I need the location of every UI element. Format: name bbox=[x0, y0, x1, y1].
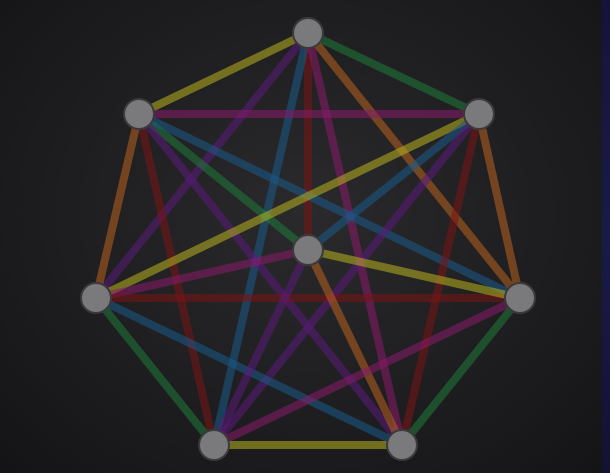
graph-node-n6[interactable] bbox=[198, 429, 230, 461]
side-panel-edge bbox=[602, 0, 610, 473]
graph-node-n1[interactable] bbox=[123, 98, 155, 130]
edge-n1-n4 bbox=[135, 110, 312, 254]
edge-n4-n6 bbox=[210, 246, 312, 449]
edge-n0-n1 bbox=[135, 29, 312, 118]
edge-n0-n2 bbox=[304, 29, 483, 118]
edge-n3-n6 bbox=[92, 294, 218, 449]
graph-node-n4[interactable] bbox=[292, 234, 324, 266]
edge-n4-n7 bbox=[304, 246, 406, 449]
edge-n0-n6 bbox=[210, 29, 312, 449]
graph-node-n5[interactable] bbox=[504, 282, 536, 314]
edge-n1-n7 bbox=[135, 110, 406, 449]
edge-n3-n4 bbox=[92, 246, 312, 302]
edge-n5-n7 bbox=[398, 294, 524, 449]
graph-node-n2[interactable] bbox=[463, 98, 495, 130]
edge-n5-n6 bbox=[210, 294, 524, 449]
edge-n2-n5 bbox=[475, 110, 524, 302]
edge-n2-n3 bbox=[92, 110, 483, 302]
edge-n1-n5 bbox=[135, 110, 524, 302]
graph-node-n3[interactable] bbox=[80, 282, 112, 314]
edge-n2-n6 bbox=[210, 110, 483, 449]
graph-node-n7[interactable] bbox=[386, 429, 418, 461]
nodes-layer bbox=[80, 17, 536, 461]
edge-n4-n5 bbox=[304, 246, 524, 302]
edge-n1-n3 bbox=[92, 110, 143, 302]
edge-n2-n4 bbox=[304, 110, 483, 254]
graph-node-n0[interactable] bbox=[292, 17, 324, 49]
edges-layer bbox=[92, 29, 524, 449]
edge-n0-n7 bbox=[304, 29, 406, 449]
